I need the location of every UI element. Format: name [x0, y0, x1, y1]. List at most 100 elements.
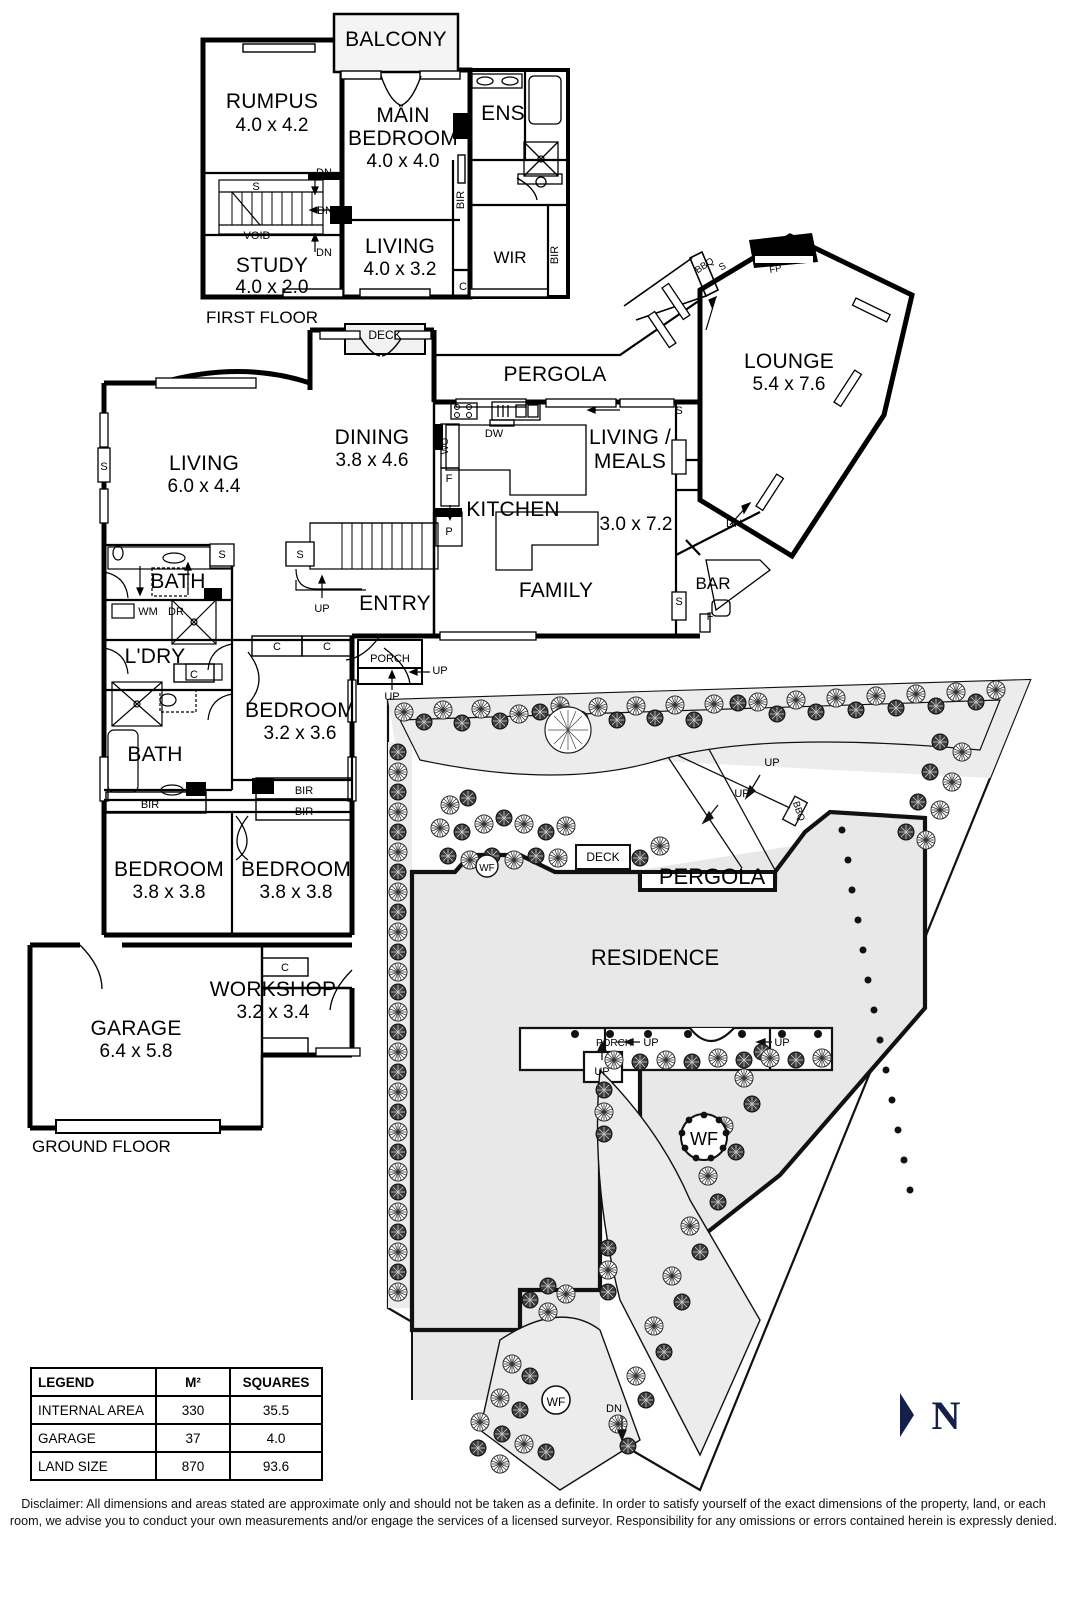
room-dim-livingmeals: 3.0 x 7.2: [600, 514, 673, 535]
annotation-c-5: C: [281, 962, 289, 974]
room-label-main-bedroom-2: BEDROOM: [348, 127, 458, 150]
room-label-livingmeals-1: LIVING /: [589, 426, 671, 449]
annotation-s-6: S: [218, 549, 225, 561]
table-row: INTERNAL AREA 330 35.5: [30, 1395, 323, 1425]
room-label-family: FAMILY: [519, 579, 593, 602]
room-label-pergola: PERGOLA: [504, 363, 607, 386]
room-label-study: STUDY: [236, 254, 308, 277]
room-label-wir: WIR: [493, 248, 526, 267]
room-dim-main-bedroom: 4.0 x 4.0: [367, 151, 440, 172]
annotation-c-2: C: [273, 641, 281, 653]
room-label-living: LIVING: [169, 452, 239, 475]
legend-row-label-internal: INTERNAL AREA: [30, 1395, 157, 1425]
room-dim-workshop: 3.2 x 3.4: [237, 1002, 310, 1023]
annotation-c-4: C: [190, 669, 198, 681]
annotation-s-2: S: [717, 261, 728, 274]
legend-row-label-garage: GARAGE: [30, 1423, 157, 1453]
room-label-livingmeals-2: MEALS: [594, 450, 666, 473]
site-label-deck: DECK: [586, 850, 619, 864]
annotation-bir-2: BIR: [549, 246, 561, 264]
floor-label-ground: GROUND FLOOR: [32, 1137, 171, 1156]
legend-header-squares: SQUARES: [229, 1367, 323, 1397]
annotation-s-stair: S: [252, 181, 259, 193]
table-row: LAND SIZE 870 93.6: [30, 1451, 323, 1481]
room-label-bath-2: BATH: [127, 743, 182, 766]
room-dim-living-upper: 4.0 x 3.2: [364, 259, 437, 280]
room-label-lounge: LOUNGE: [744, 350, 834, 373]
legend-row-squares-land: 93.6: [229, 1451, 323, 1481]
annotation-wm: WM: [138, 606, 158, 618]
annotation-dn-1: DN: [316, 167, 332, 179]
annotation-bir-4: BIR: [295, 806, 313, 818]
room-dim-garage: 6.4 x 5.8: [100, 1041, 173, 1062]
site-label-wf-3: WF: [479, 863, 495, 874]
site-label-residence: RESIDENCE: [591, 945, 719, 970]
room-dim-dining: 3.8 x 4.6: [336, 450, 409, 471]
site-label-up-5: UP: [594, 1066, 609, 1078]
legend-row-m2-land: 870: [155, 1451, 231, 1481]
site-label-up-4: UP: [774, 1037, 789, 1049]
annotation-bbq: BBQ: [693, 256, 716, 276]
annotation-porch: PORCH: [370, 653, 410, 665]
site-label-up-3: UP: [643, 1037, 658, 1049]
site-plan: WF WF WF PERGOLA DECK PORCH BBQ RESIDENC…: [386, 678, 1032, 1492]
disclaimer-text: Disclaimer: All dimensions and areas sta…: [9, 1497, 1058, 1528]
site-label-dn: DN: [606, 1403, 622, 1415]
legend-header-row: LEGEND M² SQUARES: [30, 1367, 323, 1397]
annotation-s-1: S: [675, 405, 682, 417]
annotation-dn-2: DN: [317, 205, 333, 217]
room-label-rumpus: RUMPUS: [226, 90, 318, 113]
annotation-dw: DW: [485, 428, 504, 440]
legend-row-squares-garage: 4.0: [229, 1423, 323, 1453]
legend-header-label: LEGEND: [30, 1367, 157, 1397]
site-label-porch: PORCH: [596, 1038, 632, 1049]
room-label-bath-1: BATH: [150, 570, 205, 593]
floor-label-first: FIRST FLOOR: [206, 308, 318, 327]
site-label-up-2: UP: [734, 788, 749, 800]
room-dim-study: 4.0 x 2.0: [236, 277, 309, 298]
annotation-dr: DR: [168, 606, 184, 618]
annotation-bir-5: BIR: [141, 799, 159, 811]
annotation-void: VOID: [244, 230, 271, 242]
annotation-s-7: S: [296, 549, 303, 561]
annotation-fp: FP: [769, 263, 783, 276]
site-label-pergola: PERGOLA: [659, 864, 766, 889]
annotation-dn-lounge: DN: [726, 518, 742, 530]
annotation-f-fridge: F: [446, 473, 453, 485]
compass-north-indicator: N: [900, 1393, 961, 1438]
room-label-ens: ENS: [481, 102, 525, 125]
annotation-bir-3: BIR: [295, 785, 313, 797]
annotation-c-3: C: [323, 641, 331, 653]
site-label-wf-1: WF: [690, 1129, 718, 1149]
room-label-bedroom-2: BEDROOM: [114, 858, 224, 881]
annotation-s-3: S: [790, 240, 798, 252]
room-label-dining: DINING: [335, 426, 410, 449]
table-row: GARAGE 37 4.0: [30, 1423, 323, 1453]
room-label-garage: GARAGE: [90, 1017, 181, 1040]
room-label-main-bedroom-1: MAIN: [376, 104, 429, 127]
room-label-bedroom-1: BEDROOM: [245, 699, 355, 722]
room-label-kitchen: KITCHEN: [466, 498, 560, 521]
annotation-bir-1: BIR: [455, 191, 467, 209]
annotation-c-1: C: [459, 281, 467, 293]
room-dim-lounge: 5.4 x 7.6: [753, 374, 826, 395]
annotation-up-porch-1: UP: [432, 665, 447, 677]
annotation-p-pantry: P: [445, 526, 452, 538]
room-label-bar: BAR: [696, 574, 731, 593]
annotation-f-bar: F: [707, 611, 714, 623]
legend-row-squares-internal: 35.5: [229, 1395, 323, 1425]
room-dim-bedroom-3: 3.8 x 3.8: [260, 882, 333, 903]
room-dim-bedroom-2: 3.8 x 3.8: [133, 882, 206, 903]
room-label-living-upper: LIVING: [365, 235, 435, 258]
room-label-ldry: L'DRY: [125, 645, 186, 668]
room-label-entry: ENTRY: [359, 592, 431, 615]
annotation-deck: DECK: [368, 328, 401, 342]
room-label-workshop: WORKSHOP: [210, 978, 336, 1001]
room-dim-rumpus: 4.0 x 4.2: [236, 115, 309, 136]
room-dim-bedroom-1: 3.2 x 3.6: [264, 723, 337, 744]
legend-row-m2-garage: 37: [155, 1423, 231, 1453]
compass-letter: N: [932, 1393, 961, 1438]
room-label-balcony: BALCONY: [345, 28, 447, 51]
